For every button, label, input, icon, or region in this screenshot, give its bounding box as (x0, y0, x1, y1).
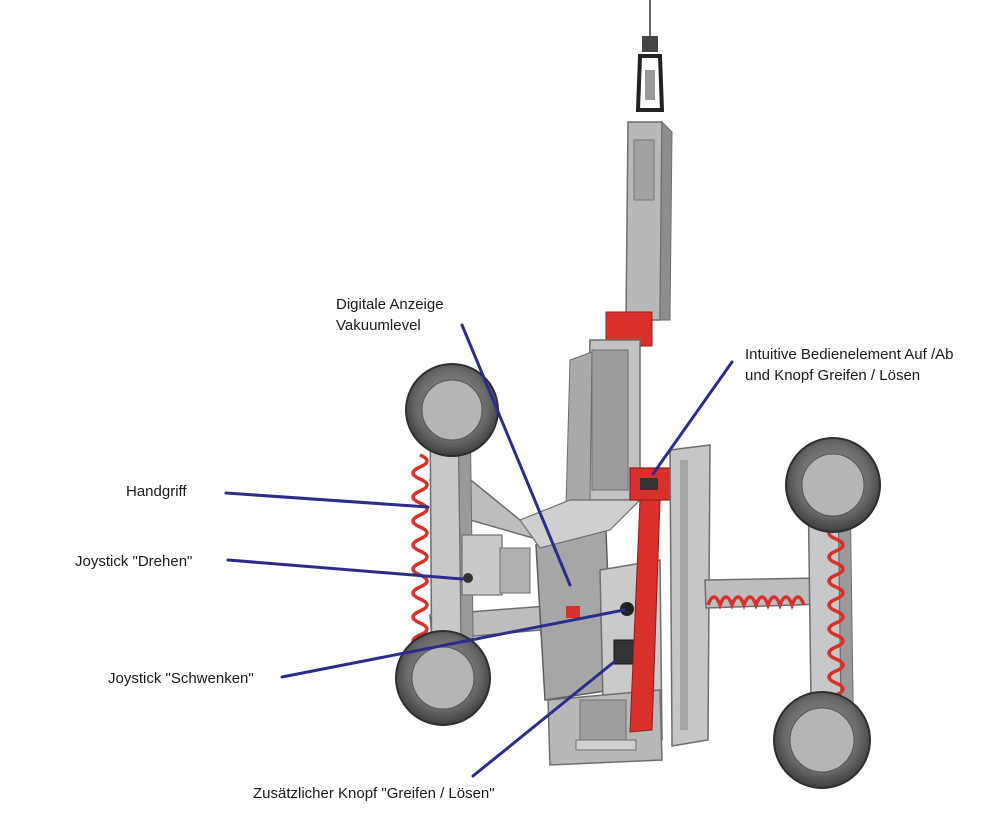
leader-line-joystick-swivel (280, 608, 626, 679)
label-digital-display: Digitale Anzeige Vakuumlevel (336, 294, 444, 336)
label-joystick-swivel: Joystick "Schwenken" (108, 670, 254, 687)
label-controls-line2: und Knopf Greifen / Lösen (745, 367, 921, 384)
leader-line-joystick-rotate (226, 558, 464, 581)
label-digital-display-line2: Vakuumlevel (336, 317, 421, 334)
suction-pad-top-left (405, 363, 499, 457)
label-handle: Handgriff (126, 483, 187, 500)
leader-line-extra-button (471, 660, 616, 778)
suction-pad-bottom-right (773, 691, 871, 789)
label-extra-button: Zusätzlicher Knopf "Greifen / Lösen" (253, 785, 495, 802)
left-control-block (461, 534, 531, 596)
label-joystick-rotate: Joystick "Drehen" (75, 553, 193, 570)
leader-line-controls (651, 360, 734, 476)
suspension-hook (635, 0, 665, 112)
red-control-handle (629, 444, 711, 747)
suction-pad-bottom-left (395, 630, 491, 726)
leader-line-digital-display (460, 323, 572, 587)
label-digital-display-line1: Digitale Anzeige (336, 296, 444, 313)
label-controls: Intuitive Bedienelement Auf /Ab und Knop… (745, 344, 953, 386)
leader-line-handle (224, 491, 430, 509)
telescopic-mast (565, 120, 673, 506)
suction-pad-top-right (785, 437, 881, 533)
label-controls-line1: Intuitive Bedienelement Auf /Ab (745, 346, 954, 363)
